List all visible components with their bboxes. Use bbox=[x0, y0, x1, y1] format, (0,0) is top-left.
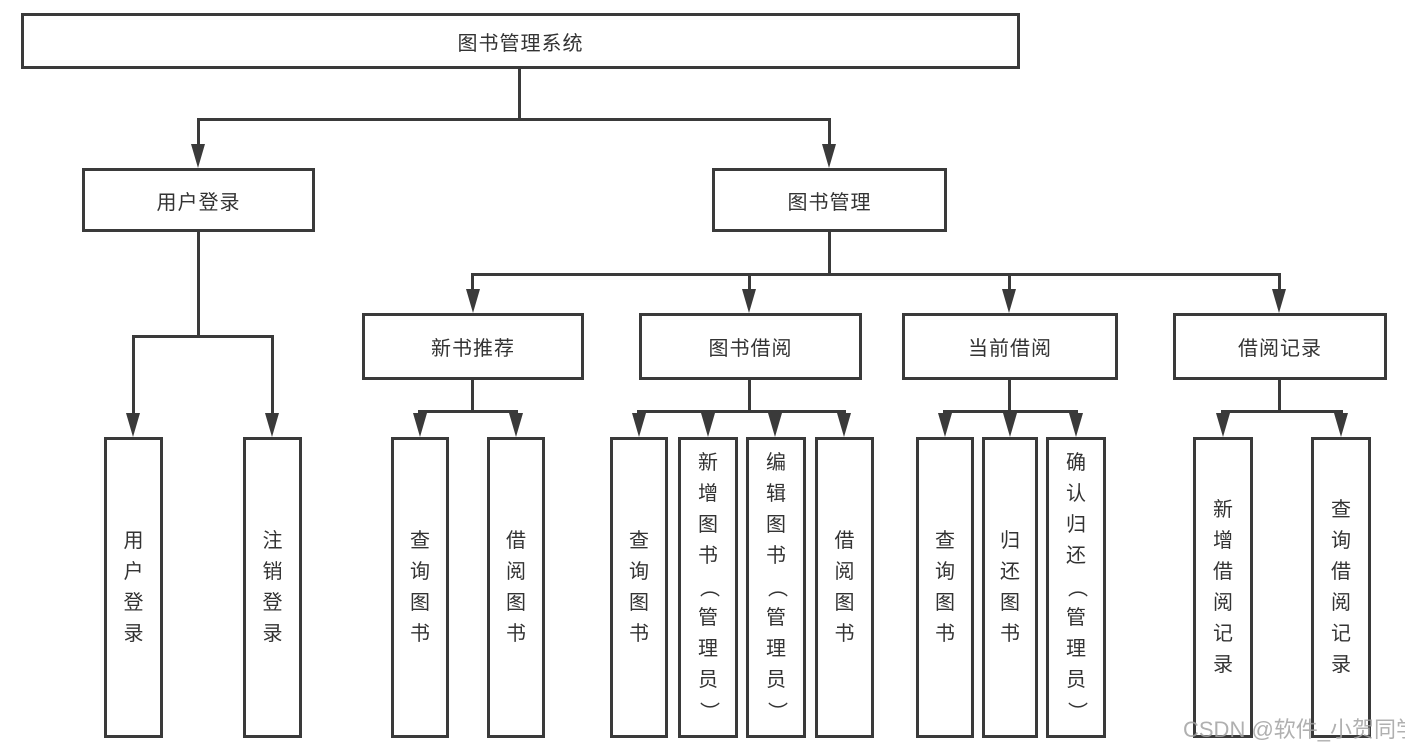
connector-drop-user-login bbox=[197, 118, 200, 147]
leaf-confirm-return-admin: 确认归还（管理员） bbox=[1046, 437, 1106, 738]
node-new-book-recommendation: 新书推荐 bbox=[362, 313, 584, 380]
connector-drop-book-management bbox=[828, 118, 831, 147]
node-borrowing-records: 借阅记录 bbox=[1173, 313, 1387, 380]
arrow-down-icon bbox=[1334, 413, 1348, 437]
arrow-down-icon bbox=[1216, 413, 1230, 437]
connector-drop-leaf-login bbox=[132, 335, 135, 416]
arrow-down-icon bbox=[1003, 413, 1017, 437]
node-root-system: 图书管理系统 bbox=[21, 13, 1020, 69]
csdn-watermark: CSDN @软件_小贺同学 bbox=[1183, 717, 1405, 742]
node-borrowing-records-label: 借阅记录 bbox=[1238, 338, 1322, 360]
connector-root-rail bbox=[197, 118, 831, 121]
node-current-borrowing-label: 当前借阅 bbox=[968, 338, 1052, 360]
arrow-down-icon bbox=[1002, 289, 1016, 313]
connector-book-borrow-stem bbox=[748, 380, 751, 413]
leaf-user-login: 用户登录 bbox=[104, 437, 163, 738]
arrow-down-icon bbox=[632, 413, 646, 437]
node-book-borrowing: 图书借阅 bbox=[639, 313, 862, 380]
node-new-book-recommendation-label: 新书推荐 bbox=[431, 338, 515, 360]
arrow-down-icon bbox=[701, 413, 715, 437]
node-root-system-label: 图书管理系统 bbox=[457, 32, 584, 55]
connector-borrow-records-rail bbox=[1221, 410, 1343, 413]
connector-root-stem bbox=[518, 69, 521, 121]
connector-book-management-rail bbox=[471, 273, 1281, 276]
arrow-down-icon bbox=[466, 289, 480, 313]
connector-drop-book-borrow bbox=[748, 273, 751, 292]
connector-book-management-stem bbox=[828, 232, 831, 276]
node-current-borrowing: 当前借阅 bbox=[902, 313, 1118, 380]
leaf-return-book: 归还图书 bbox=[982, 437, 1038, 738]
connector-new-books-stem bbox=[471, 380, 474, 413]
connector-user-login-stem bbox=[197, 232, 200, 336]
leaf-query-books-borrow: 查询图书 bbox=[610, 437, 668, 738]
connector-drop-current-borrow bbox=[1008, 273, 1011, 292]
arrow-down-icon bbox=[822, 144, 836, 168]
connector-drop-new-books bbox=[471, 273, 474, 292]
node-book-management-label: 图书管理 bbox=[787, 191, 872, 214]
leaf-logout: 注销登录 bbox=[243, 437, 302, 738]
connector-drop-borrow-records bbox=[1278, 273, 1281, 292]
arrow-down-icon bbox=[768, 413, 782, 437]
connector-current-borrow-stem bbox=[1008, 380, 1011, 413]
leaf-add-borrow-record: 新增借阅记录 bbox=[1193, 437, 1253, 738]
arrow-down-icon bbox=[413, 413, 427, 437]
node-user-login-label: 用户登录 bbox=[156, 191, 241, 214]
node-book-borrowing-label: 图书借阅 bbox=[708, 338, 793, 360]
arrow-down-icon bbox=[265, 413, 279, 437]
arrow-down-icon bbox=[742, 289, 756, 313]
arrow-down-icon bbox=[938, 413, 952, 437]
connector-current-borrow-rail bbox=[943, 410, 1078, 413]
leaf-edit-book-admin: 编辑图书（管理员） bbox=[746, 437, 806, 738]
leaf-borrow-books-borrow: 借阅图书 bbox=[815, 437, 874, 738]
arrow-down-icon bbox=[837, 413, 851, 437]
arrow-down-icon bbox=[126, 413, 140, 437]
leaf-add-book-admin: 新增图书（管理员） bbox=[678, 437, 738, 738]
connector-borrow-records-stem bbox=[1278, 380, 1281, 413]
leaf-borrow-books-recommend: 借阅图书 bbox=[487, 437, 545, 738]
arrow-down-icon bbox=[509, 413, 523, 437]
connector-new-books-rail bbox=[418, 410, 518, 413]
arrow-down-icon bbox=[1069, 413, 1083, 437]
connector-drop-leaf-logout bbox=[271, 335, 274, 416]
node-book-management: 图书管理 bbox=[712, 168, 947, 232]
arrow-down-icon bbox=[1272, 289, 1286, 313]
node-user-login: 用户登录 bbox=[82, 168, 315, 232]
arrow-down-icon bbox=[191, 144, 205, 168]
connector-book-borrow-rail bbox=[637, 410, 846, 413]
leaf-query-books-recommend: 查询图书 bbox=[391, 437, 449, 738]
connector-user-login-rail bbox=[132, 335, 274, 338]
leaf-query-borrow-record: 查询借阅记录 bbox=[1311, 437, 1371, 738]
leaf-query-books-current: 查询图书 bbox=[916, 437, 974, 738]
